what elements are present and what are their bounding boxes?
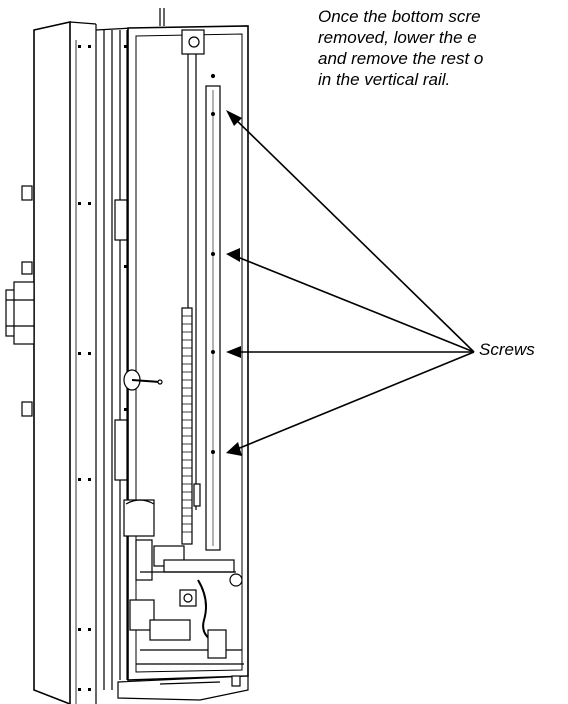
arrowhead-1 <box>226 110 242 126</box>
arrowhead-3 <box>226 346 241 358</box>
side-panel-bolts <box>78 45 91 691</box>
instruction-line: Once the bottom scre <box>318 7 481 26</box>
instruction-text: Once the bottom scre removed, lower the … <box>318 6 568 90</box>
instruction-line: and remove the rest o <box>318 49 484 68</box>
bottom-mechanism <box>123 499 244 665</box>
instruction-line: in the vertical rail. <box>318 70 451 89</box>
screws-label: Screws <box>479 340 535 359</box>
inner-rails <box>95 27 133 690</box>
arrowhead-2 <box>226 248 240 262</box>
arrowhead-4 <box>226 442 242 456</box>
callout-arrows <box>226 110 475 456</box>
lock-assembly <box>5 185 35 417</box>
toothed-rack <box>181 307 201 545</box>
spindle-handle <box>123 369 163 391</box>
rail-screws <box>211 112 215 454</box>
instruction-line: removed, lower the e <box>318 28 477 47</box>
cabinet-side-panel <box>33 21 97 704</box>
arrow-line-2 <box>229 253 475 353</box>
arrow-line-1 <box>229 113 475 353</box>
arrow-line-4 <box>229 351 475 453</box>
base-plate <box>117 675 249 701</box>
vertical-rail <box>205 73 221 551</box>
